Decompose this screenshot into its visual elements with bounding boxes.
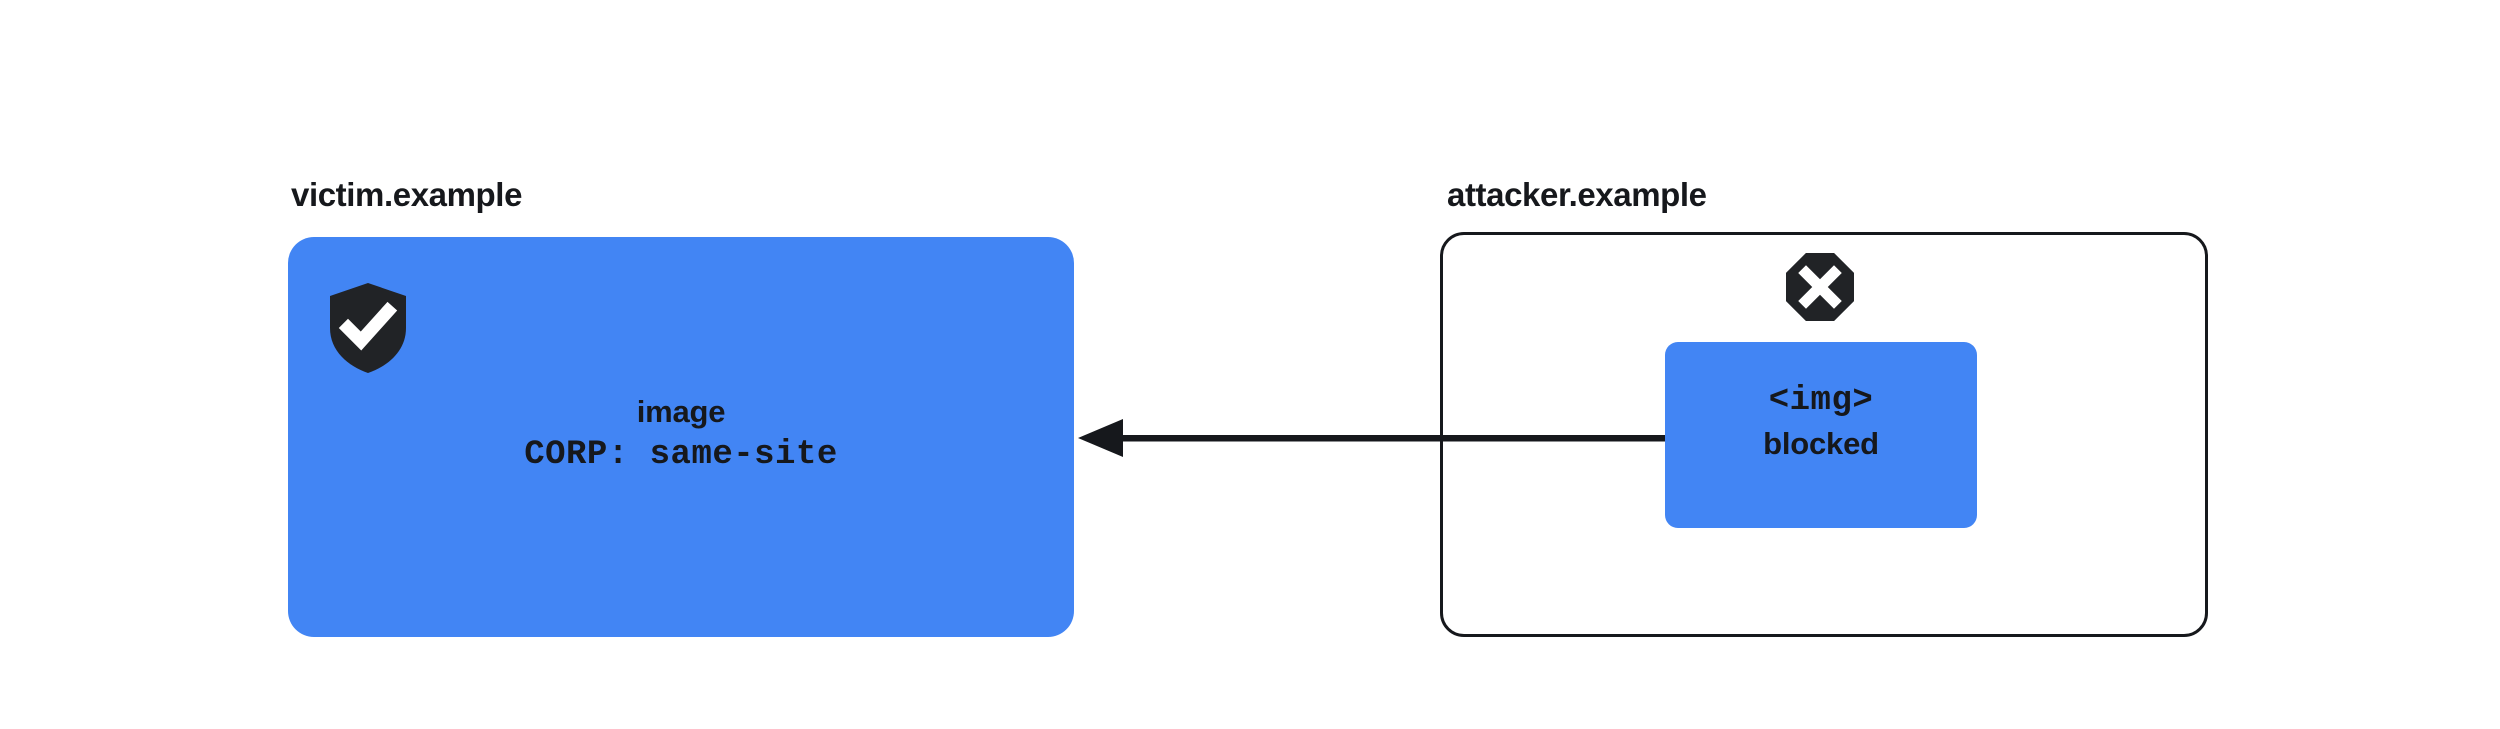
victim-resource-text: image CORP: same-site bbox=[288, 392, 1074, 478]
attacker-origin-label: attacker.example bbox=[1447, 176, 1707, 213]
arrow-left-icon bbox=[1070, 412, 1670, 464]
victim-resource-box: image CORP: same-site bbox=[288, 237, 1074, 637]
attacker-element-status: blocked bbox=[1763, 426, 1879, 461]
attacker-element-tag: <img> bbox=[1768, 382, 1874, 420]
victim-corp-header: CORP: same-site bbox=[524, 436, 838, 474]
attacker-context-box bbox=[1440, 232, 2208, 637]
shield-check-icon bbox=[330, 283, 406, 373]
victim-origin-label: victim.example bbox=[291, 176, 523, 213]
attacker-img-element-box: <img> blocked bbox=[1665, 342, 1977, 528]
blocked-octagon-x-icon bbox=[1786, 253, 1854, 321]
attacker-img-text: <img> blocked bbox=[1665, 378, 1977, 464]
victim-resource-name: image bbox=[636, 394, 726, 429]
